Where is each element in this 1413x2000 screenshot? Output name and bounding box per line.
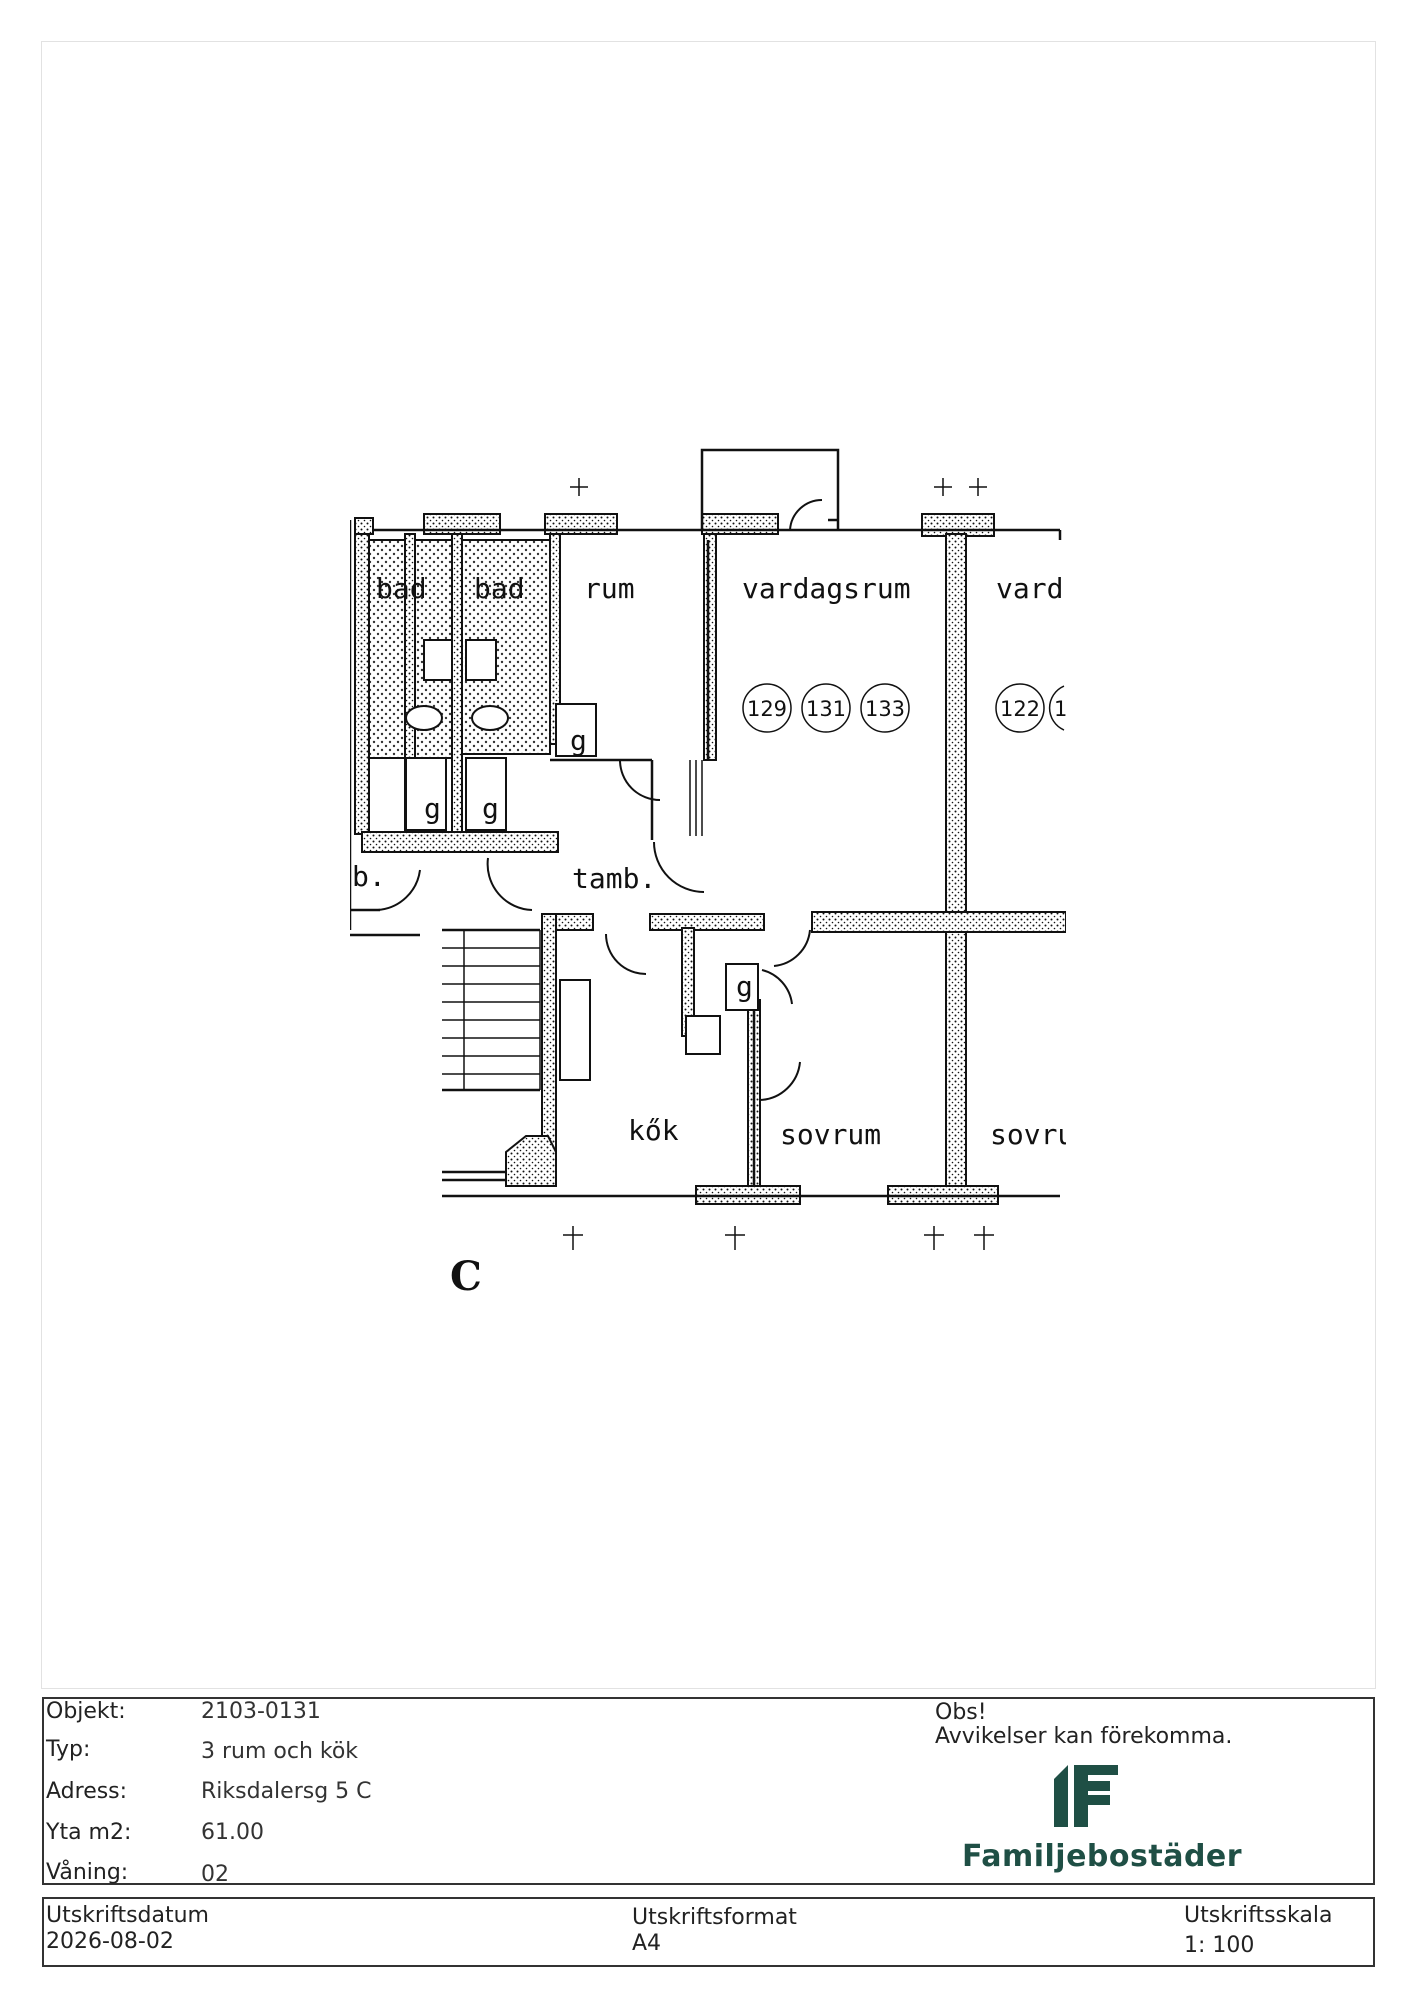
apartment-number: 129 xyxy=(747,697,787,721)
typ-label: Typ: xyxy=(46,1737,91,1762)
objekt-value: 2103-0131 xyxy=(201,1699,321,1724)
print-format-value: A4 xyxy=(632,1931,662,1956)
yta-value: 61.00 xyxy=(201,1820,264,1845)
apartment-number: 133 xyxy=(865,697,905,721)
room-label-bad-1: bad xyxy=(376,572,427,605)
room-label-tamb: tamb. xyxy=(572,862,656,895)
adress-value: Riksdalersg 5 C xyxy=(201,1779,372,1804)
room-label-vardagsrum-neighbor: vard xyxy=(996,572,1063,605)
print-scale: Utskriftsskala 1: 100 xyxy=(1184,1903,1332,1959)
g-label: g xyxy=(570,724,587,757)
neighbor-number: 1 xyxy=(1054,697,1067,721)
radiator xyxy=(689,760,703,836)
g-label: g xyxy=(424,792,441,825)
obs-text: Avvikelser kan förekomma. xyxy=(935,1724,1233,1749)
familjebostader-logo-icon xyxy=(1054,1765,1118,1827)
print-format: Utskriftsformat A4 xyxy=(632,1905,797,1957)
print-date: Utskriftsdatum 2026-08-02 xyxy=(46,1903,209,1955)
brand-name: Familjebostäder xyxy=(962,1839,1243,1874)
neighbor-number: 122 xyxy=(1000,697,1040,721)
room-label-kok: kők xyxy=(628,1114,679,1147)
door-swings xyxy=(377,498,823,1101)
object-info-panel: Objekt: 2103-0131 Typ: 3 rum och kök Adr… xyxy=(42,1697,1375,1887)
stairs xyxy=(442,930,541,1090)
typ-value: 3 rum och kök xyxy=(201,1739,359,1764)
fixtures xyxy=(405,639,759,1081)
entrance-marker-c: C xyxy=(450,1253,482,1300)
dimension-ticks xyxy=(563,478,994,1250)
objekt-label: Objekt: xyxy=(46,1699,126,1724)
drawing-frame xyxy=(41,41,1376,1689)
print-format-label: Utskriftsformat xyxy=(632,1905,797,1930)
room-label-bad-2: bad xyxy=(474,572,525,605)
g-label: g xyxy=(736,970,753,1003)
vaning-value: 02 xyxy=(201,1862,229,1887)
yta-label: Yta m2: xyxy=(46,1820,132,1845)
print-date-label: Utskriftsdatum xyxy=(46,1903,209,1928)
apartment-number: 131 xyxy=(806,697,846,721)
outer-walls xyxy=(354,513,1067,1205)
floor-plan: bad bad rum vardagsrum vard tamb. kők so… xyxy=(348,448,1075,1300)
walls-lines xyxy=(348,448,1062,1198)
adress-label: Adress: xyxy=(46,1779,128,1804)
obs-title: Obs! xyxy=(935,1700,987,1725)
print-date-value: 2026-08-02 xyxy=(46,1929,174,1954)
vaning-label: Våning: xyxy=(46,1860,129,1885)
print-info-footer: Utskriftsdatum 2026-08-02 Utskriftsforma… xyxy=(42,1897,1375,1967)
room-label-rum: rum xyxy=(584,572,635,605)
room-label-sovrum-neighbor: sovru xyxy=(990,1118,1074,1151)
g-labels: g g g g xyxy=(424,724,753,1003)
print-scale-value: 1: 100 xyxy=(1184,1933,1255,1958)
room-label-sovrum: sovrum xyxy=(780,1118,881,1151)
obs-note: Obs! Avvikelser kan förekomma. xyxy=(935,1701,1232,1749)
room-label-vardagsrum: vardagsrum xyxy=(742,572,911,605)
print-scale-label: Utskriftsskala xyxy=(1184,1903,1333,1928)
g-label: g xyxy=(482,792,499,825)
room-label-b: b. xyxy=(352,860,386,893)
apartment-number-markers: 129 131 133 122 1 xyxy=(742,683,1067,733)
room-labels: bad bad rum vardagsrum vard tamb. kők so… xyxy=(352,572,1074,1151)
